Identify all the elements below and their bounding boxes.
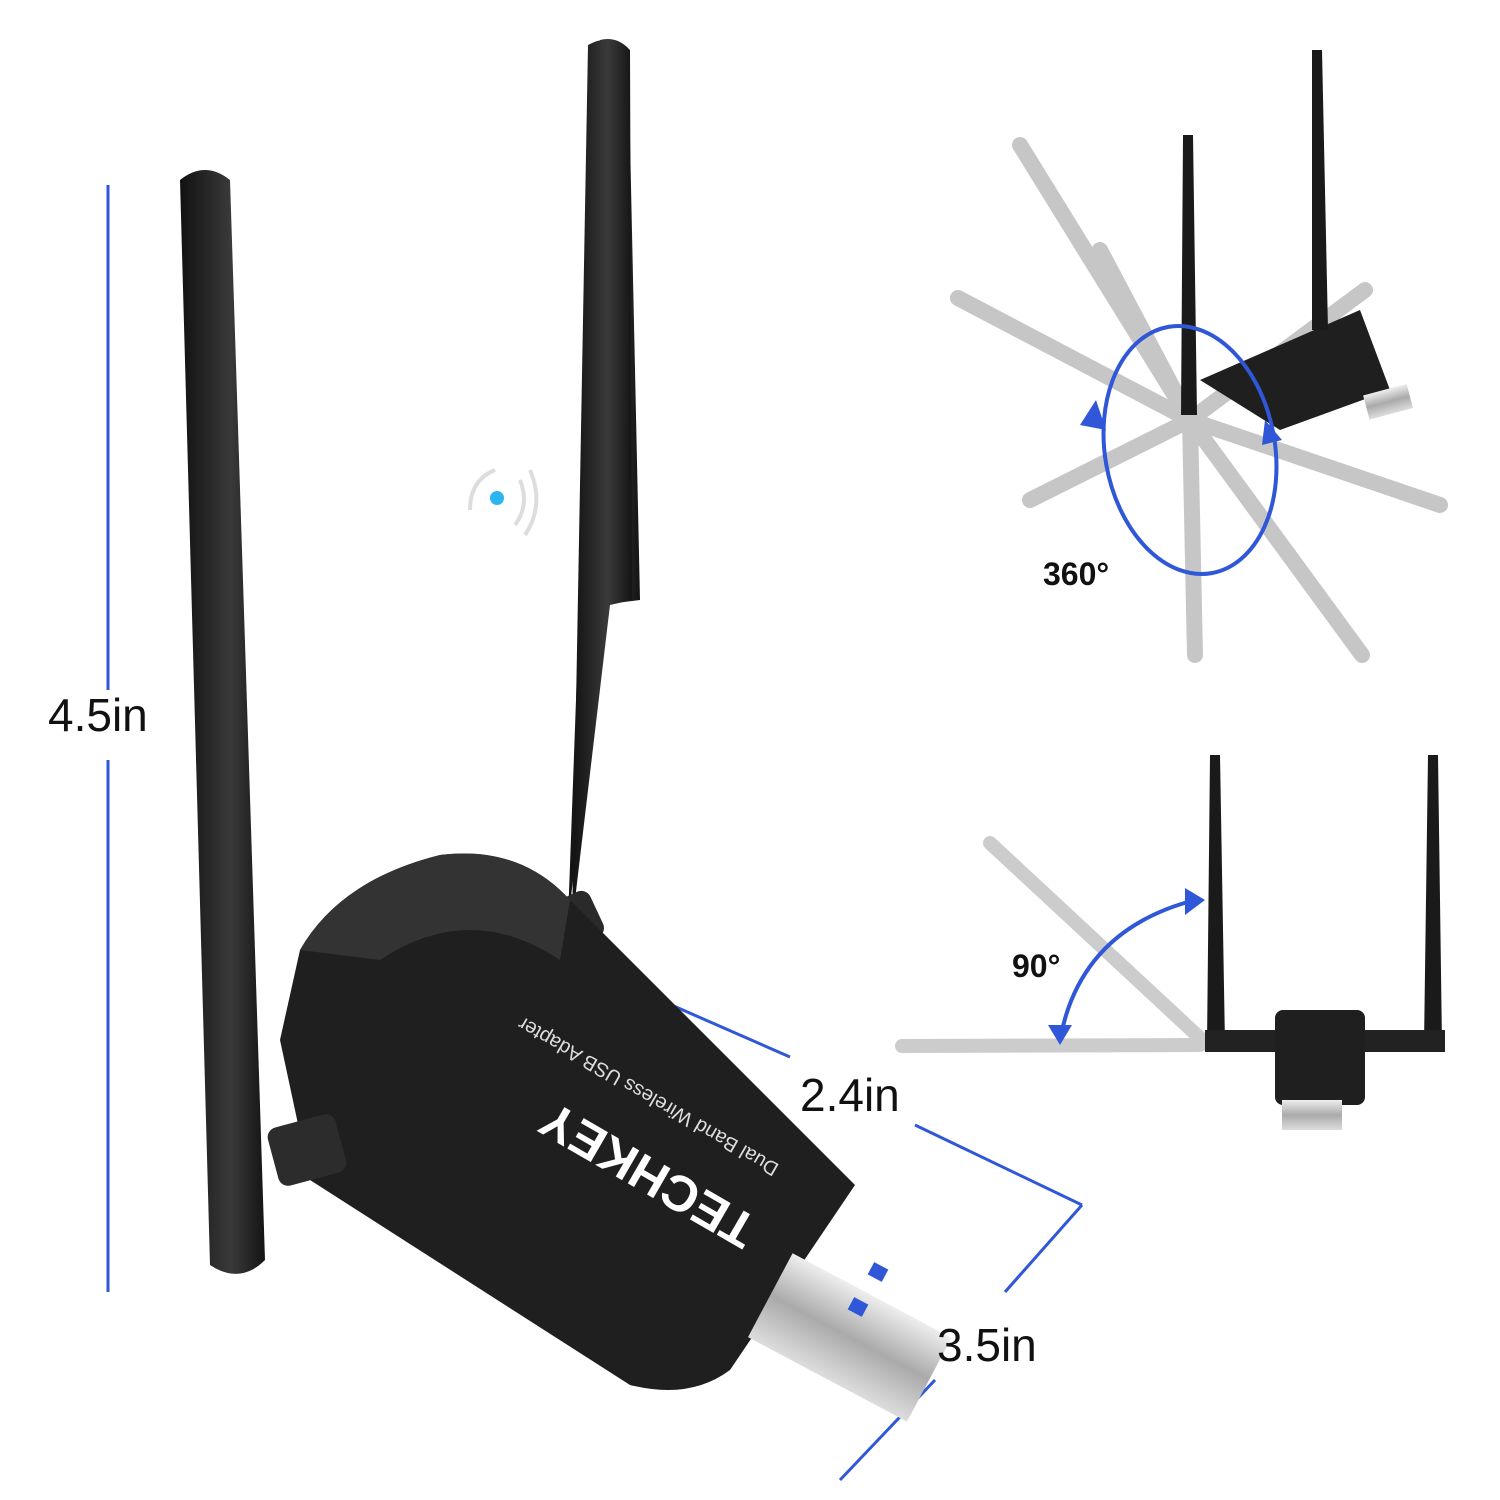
led-indicator [490,491,504,505]
height-dimension-label: 4.5in [48,689,148,741]
rotation-angle-label: 360° [1043,556,1110,592]
rotation-illustration [950,50,1448,663]
width-dimension-label: 2.4in [800,1069,900,1121]
length-dimension-label: 3.5in [937,1319,1037,1371]
tilt-angle-label: 90° [1012,948,1061,984]
tilt-illustration [895,755,1445,1130]
main-device: TECHKEY Dual Band Wireless USB Adapter [180,39,952,1422]
